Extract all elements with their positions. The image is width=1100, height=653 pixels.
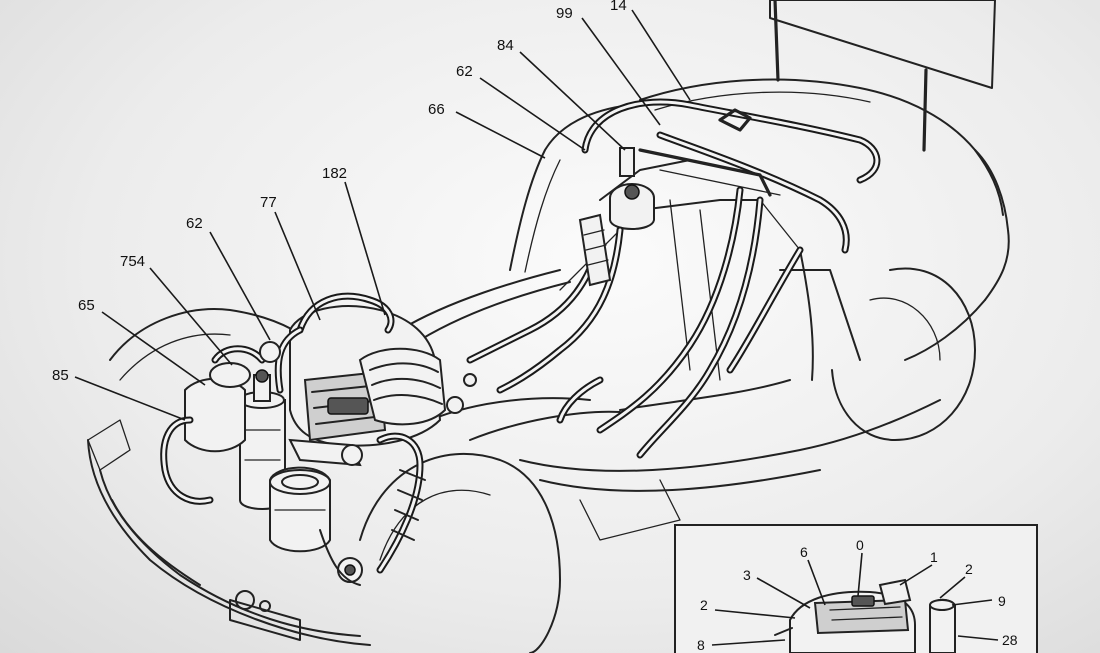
strut-bracket [578, 213, 612, 287]
inset-callout-28: 28 [1002, 632, 1018, 648]
lower-bracket [288, 373, 477, 586]
car-body [87, 78, 1010, 653]
inset-callout-6: 6 [800, 544, 808, 560]
inset-detail: 6 0 1 3 2 2 9 8 28 [674, 524, 1038, 653]
inset-callout-3: 3 [743, 567, 751, 583]
callout-leaders [74, 9, 691, 421]
callout-85: 85 [52, 367, 69, 384]
callout-77: 77 [260, 194, 277, 211]
callout-14: 14 [610, 0, 627, 14]
engine-block [274, 292, 447, 447]
pump-assembly [160, 341, 281, 505]
callout-754: 754 [120, 253, 145, 270]
callout-84: 84 [497, 37, 514, 54]
inset-callout-0: 0 [856, 537, 864, 553]
air-filter-housing [269, 466, 331, 553]
rear-hose-routing [581, 98, 881, 254]
callout-66: 66 [428, 101, 445, 118]
fluid-reservoir [609, 147, 655, 230]
inset-callout-2-left: 2 [700, 597, 708, 613]
callout-99: 99 [556, 5, 573, 22]
callout-62-top: 62 [456, 63, 473, 80]
inset-callout-2-right: 2 [965, 561, 973, 577]
inset-callout-1: 1 [930, 549, 938, 565]
callout-labels: 99 14 84 62 66 182 77 62 754 65 85 [52, 0, 627, 384]
inset-callout-9: 9 [998, 593, 1006, 609]
callout-65: 65 [78, 297, 95, 314]
inset-callout-8: 8 [697, 637, 705, 653]
callout-182: 182 [322, 165, 347, 182]
callout-62-left: 62 [186, 215, 203, 232]
